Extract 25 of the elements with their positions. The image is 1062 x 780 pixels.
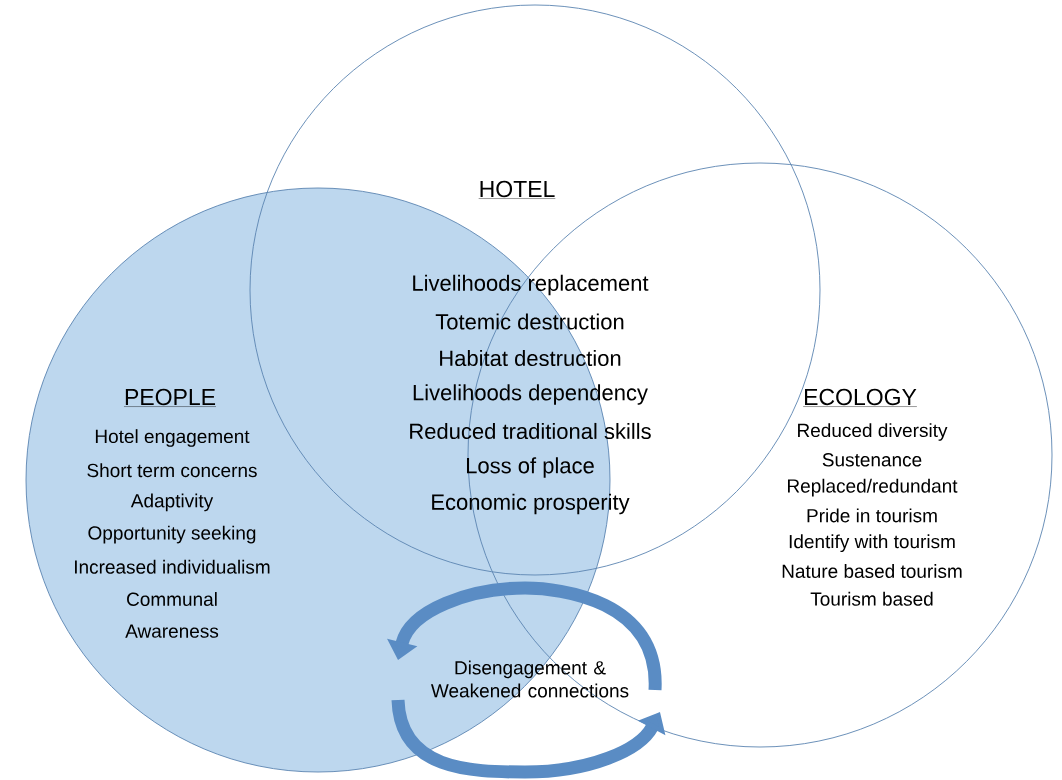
circle-heading: ECOLOGY (802, 388, 918, 407)
item-text: Sustenance (822, 453, 922, 467)
item-text: Opportunity seeking (88, 525, 256, 544)
item-text: Short term concerns (87, 463, 257, 478)
item-text: Totemic destruction (435, 313, 624, 330)
item-text: Pride in tourism (807, 508, 937, 523)
item-text: Awareness (125, 624, 219, 638)
item-text: Nature based tourism (782, 564, 962, 578)
item-text: Adaptivity (130, 493, 214, 512)
item-text: Hotel engagement (95, 429, 250, 447)
item-text: Economic prosperity (432, 493, 630, 515)
item-text: Identify with tourism (789, 534, 955, 553)
circle-heading: PEOPLE (123, 388, 217, 407)
item-text: Livelihoods dependency (413, 384, 648, 405)
item-text: Livelihoods replacement (413, 274, 649, 296)
item-text: Increased individualism (75, 559, 270, 574)
circle-heading: HOTEL (478, 180, 556, 199)
item-text: Habitat destruction (440, 349, 621, 367)
item-text: Replaced/redundant (788, 478, 958, 497)
item-text: Communal (127, 592, 217, 606)
item-text: Tourism based (810, 591, 933, 606)
item-text: Reduced traditional skills (410, 422, 651, 440)
item-text: Loss of place (467, 457, 594, 478)
cycle-caption: Disengagement & Weakened connections (430, 660, 629, 698)
item-text: Reduced diversity (798, 423, 948, 441)
